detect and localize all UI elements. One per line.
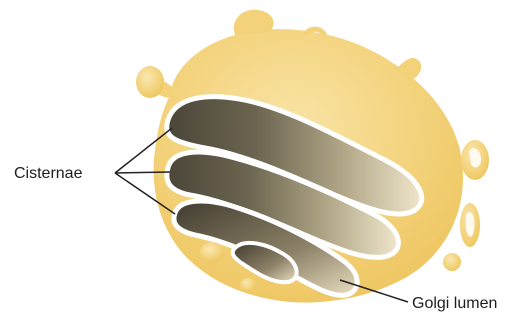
cisternae-label: Cisternae <box>14 165 83 182</box>
golgi-lumen-label: Golgi lumen <box>412 295 497 312</box>
